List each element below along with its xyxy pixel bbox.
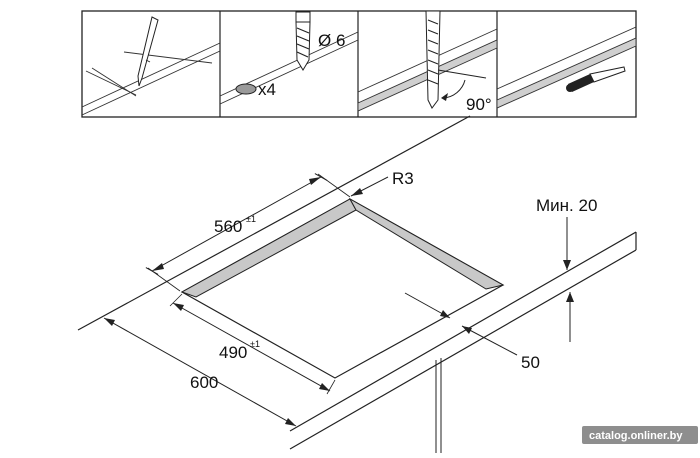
cutout-width-tolerance: ±1 — [246, 214, 256, 224]
steps-frame — [81, 10, 637, 118]
jigsaw-blade-icon — [425, 10, 441, 109]
cutout-depth-value: 490 — [219, 343, 247, 362]
cutout-width-value: 560 — [214, 217, 242, 236]
cutout-depth-tolerance: ±1 — [250, 339, 260, 349]
watermark-text: catalog.onliner.by — [589, 430, 683, 442]
sealant-brush-icon — [566, 66, 626, 92]
step-4-sealing — [496, 26, 637, 109]
hole-count-label: x4 — [258, 80, 276, 99]
installation-steps-strip: x4 Ø 6 90° — [81, 10, 637, 118]
worktop-depth-value: 600 — [190, 373, 218, 392]
worktop-front-edge-top — [289, 231, 637, 432]
step-1-marking — [81, 16, 221, 116]
watermark: catalog.onliner.by — [582, 426, 698, 444]
drill-diameter-label: Ø 6 — [318, 31, 345, 50]
step-2-drilling: x4 Ø 6 — [219, 11, 359, 105]
cutout-back-right-wall — [348, 197, 505, 290]
worktop-front-edge-bottom — [289, 249, 637, 450]
saw-angle-label: 90° — [466, 95, 492, 114]
drill-hole-icon — [235, 83, 257, 95]
drill-bit-icon — [295, 11, 311, 71]
cutout-opening — [180, 197, 505, 379]
corner-radius-label: R3 — [392, 169, 414, 188]
min-gap-label: Мин. 20 — [536, 196, 597, 215]
pencil-icon — [137, 16, 159, 87]
worktop-sealed-edge — [496, 37, 637, 109]
worktop-back-edge — [77, 115, 471, 331]
step-3-sawing: 90° — [357, 10, 498, 114]
dimension-annotations: 560 ±1 R3 490 ±1 600 50 Мин. 20 — [103, 169, 597, 427]
edge-offset-value: 50 — [521, 353, 540, 372]
worktop-drawing — [77, 115, 637, 453]
